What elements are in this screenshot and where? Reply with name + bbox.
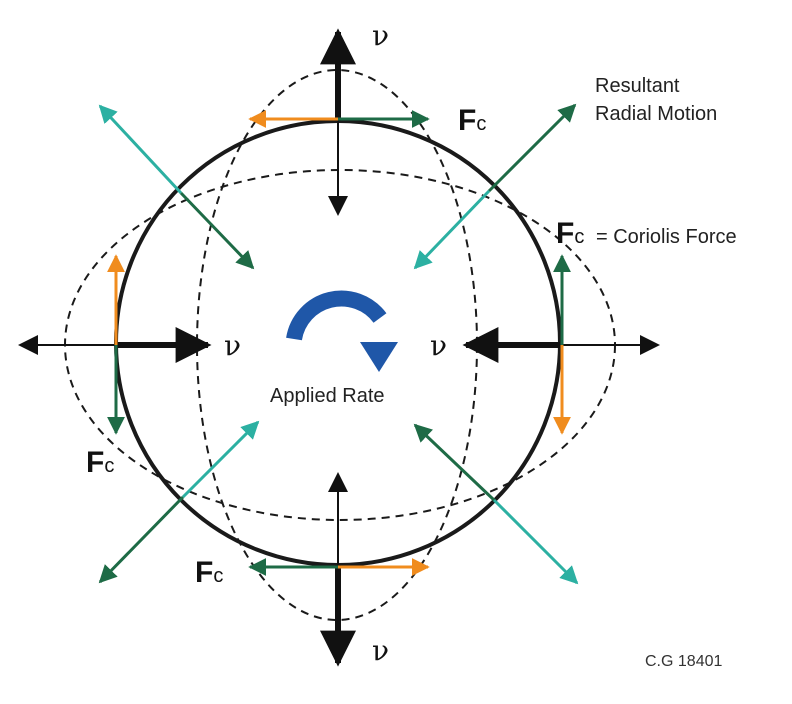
curved-arrow-clockwise-icon xyxy=(286,290,398,372)
radial-arrow-ul-green xyxy=(179,191,255,270)
velocity-label-bottom: ν xyxy=(372,634,389,667)
reference-code: C.G 18401 xyxy=(645,653,722,670)
velocity-label-right: ν xyxy=(430,329,447,362)
velocity-label-left: ν xyxy=(224,329,241,362)
radial-arrow-ul-teal xyxy=(98,104,183,195)
fc-label-top: Fc xyxy=(458,104,486,137)
radial-arrow-ll-teal xyxy=(181,420,260,499)
radial-arrow-ur-green xyxy=(487,103,577,193)
radial-arrow-lr-green xyxy=(413,423,496,502)
coriolis-force-label: = Coriolis Force xyxy=(596,226,737,248)
fc-label-bottom: Fc xyxy=(195,556,223,589)
applied-rate-label: Applied Rate xyxy=(270,385,385,407)
resultant-label-line1: Resultant xyxy=(595,75,680,97)
fc-label-legend: Fc xyxy=(556,217,584,250)
velocity-label-top: ν xyxy=(372,19,389,52)
resultant-label-line2: Radial Motion xyxy=(595,103,717,125)
fc-label-left: Fc xyxy=(86,446,114,479)
radial-arrow-lr-teal xyxy=(492,498,579,585)
radial-arrow-ur-teal xyxy=(413,189,491,270)
radial-arrow-ll-green xyxy=(98,495,185,584)
